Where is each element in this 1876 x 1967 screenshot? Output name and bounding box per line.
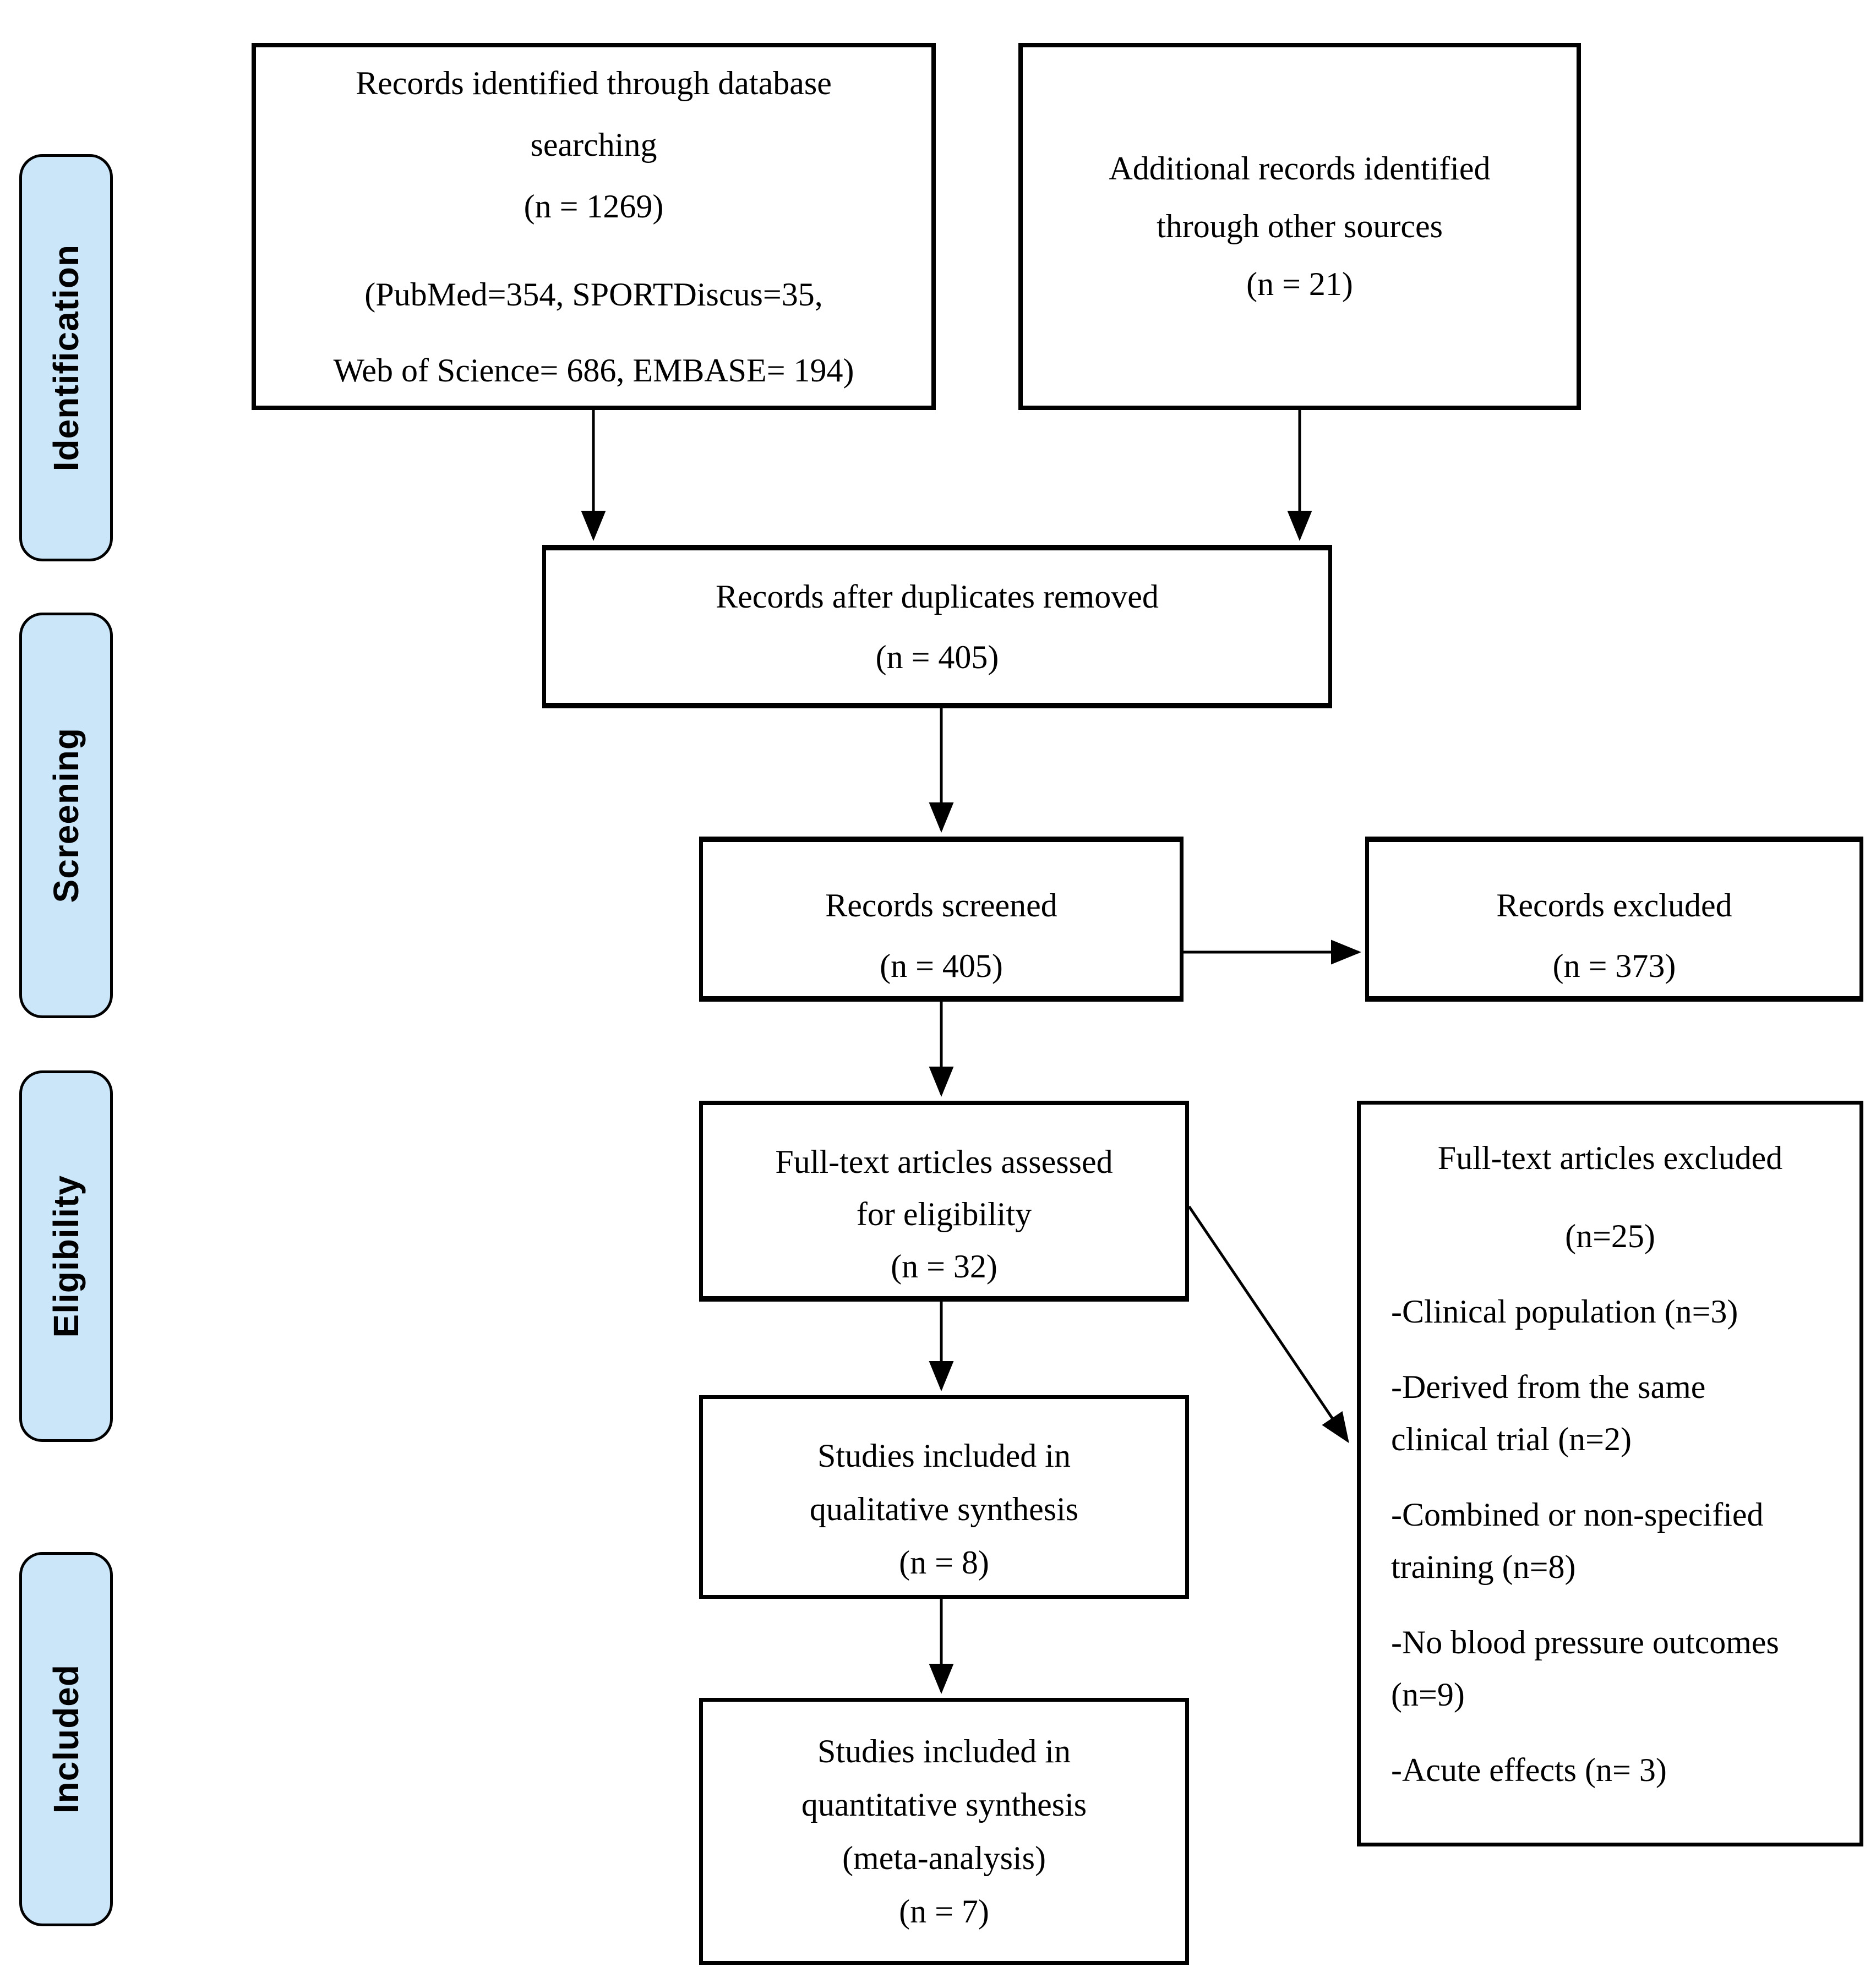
text-line: through other sources [1157, 208, 1443, 244]
stage-label-text: Screening [46, 728, 86, 903]
stage-label-identification: Identification [19, 154, 113, 561]
box-fulltext-assessed: Full-text articles assessed for eligibil… [699, 1101, 1189, 1302]
text-line: (n = 405) [880, 948, 1003, 984]
text-line: (n = 1269) [523, 188, 664, 225]
text-line: Studies included in [817, 1733, 1071, 1769]
excluded-title: Full-text articles excluded [1437, 1140, 1783, 1176]
text-line: Records screened [825, 887, 1057, 924]
excluded-reason: -Derived from the same clinical trial (n… [1391, 1369, 1706, 1457]
excluded-reason: -Combined or non-specified training (n=8… [1391, 1496, 1764, 1585]
text-line: for eligibility [856, 1196, 1032, 1232]
text-line: Web of Science= 686, EMBASE= 194) [333, 352, 854, 389]
text-line: Studies included in [817, 1438, 1071, 1474]
text-line: searching [530, 126, 657, 163]
text-line: (n = 405) [875, 638, 999, 675]
box-additional-records: Additional records identified through ot… [1018, 43, 1581, 410]
text-line: Records excluded [1496, 887, 1732, 924]
text-line: Records identified through database [356, 64, 832, 101]
box-fulltext-excluded: Full-text articles excluded (n=25) -Clin… [1357, 1101, 1863, 1846]
text-line: (n = 7) [899, 1893, 989, 1930]
box-records-excluded: Records excluded (n = 373) [1365, 837, 1863, 1002]
text-line: Full-text articles assessed [775, 1144, 1113, 1180]
text-line: (n = 21) [1246, 266, 1353, 302]
text-line: Records after duplicates removed [716, 578, 1159, 615]
box-records-identified: Records identified through database sear… [252, 43, 936, 410]
text-line: (n = 8) [899, 1544, 989, 1581]
box-records-screened: Records screened (n = 405) [699, 837, 1184, 1002]
stage-label-included: Included [19, 1552, 113, 1926]
excluded-reason: -No blood pressure outcomes (n=9) [1391, 1624, 1779, 1713]
text-line: (n = 373) [1552, 948, 1676, 984]
stage-label-text: Identification [46, 244, 86, 472]
text-line: Additional records identified [1109, 150, 1491, 187]
text-line: qualitative synthesis [809, 1491, 1079, 1527]
stage-label-screening: Screening [19, 613, 113, 1018]
box-qualitative-synthesis: Studies included in qualitative synthesi… [699, 1395, 1189, 1599]
arrow-fulltext-to-fulltext-excluded [1187, 1205, 1349, 1444]
text-line: (PubMed=354, SPORTDiscus=35, [364, 276, 823, 313]
box-duplicates-removed: Records after duplicates removed (n = 40… [542, 545, 1332, 708]
excluded-reason: -Clinical population (n=3) [1391, 1293, 1738, 1330]
text-line: quantitative synthesis [801, 1786, 1087, 1823]
box-quantitative-synthesis: Studies included in quantitative synthes… [699, 1698, 1189, 1965]
stage-label-eligibility: Eligibility [19, 1070, 113, 1442]
stage-label-text: Eligibility [46, 1174, 86, 1338]
stage-label-text: Included [46, 1664, 86, 1814]
text-line: (n = 32) [891, 1248, 997, 1285]
excluded-count: (n=25) [1565, 1218, 1655, 1254]
excluded-reason: -Acute effects (n= 3) [1391, 1752, 1667, 1788]
text-line: (meta-analysis) [842, 1839, 1046, 1876]
